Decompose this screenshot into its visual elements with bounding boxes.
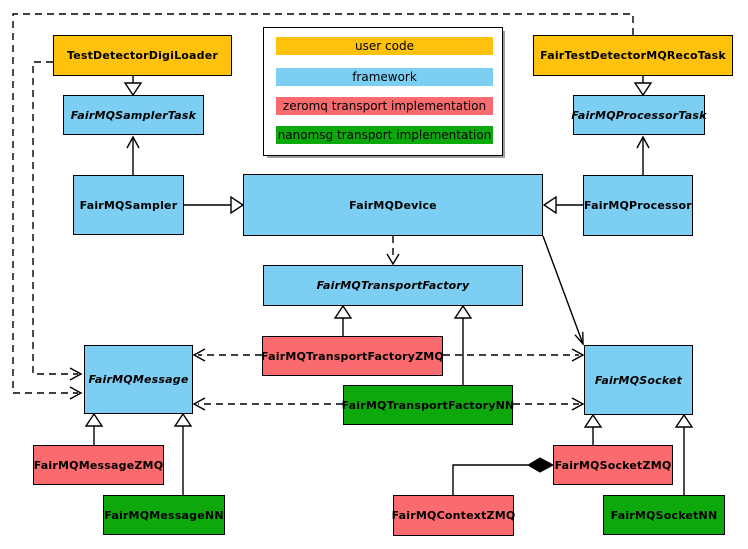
legend-label: framework [352,70,417,84]
node-fairmqprocessortask: FairMQProcessorTask [571,95,707,135]
edge-recotask-message [12,13,634,400]
edge-messagezmq-message [84,412,104,445]
node-label: FairMQSampler [79,198,178,212]
node-label: FairMQTransportFactoryNN [341,398,515,412]
node-label: FairMQSocketNN [610,508,718,522]
edge-processor-device [542,195,583,215]
node-fairmqsampler: FairMQSampler [73,175,184,235]
edge-tfnn-socket [513,397,585,411]
edge-messagenn-message [173,412,193,495]
node-label: FairMQSocketZMQ [554,458,672,472]
node-fairmqsocket: FairMQSocket [584,345,693,415]
node-label: FairMQMessageZMQ [33,458,164,472]
node-label: FairMQTransportFactoryZMQ [261,349,444,363]
edge-digiloader-message [32,61,83,381]
legend-item-zeromq: zeromq transport implementation [276,97,493,115]
edge-socketnn-socket [674,413,694,495]
edge-sampler-samplertask [126,135,140,175]
node-fairmqsocketzmq: FairMQSocketZMQ [553,445,673,485]
node-label: FairTestDetectorMQRecoTask [540,49,726,62]
edge-digiloader-samplertask [123,76,143,97]
edge-socketzmq-socket [583,413,603,445]
node-fairmqdevice: FairMQDevice [243,174,543,236]
node-fairmqtransportfactoryzmq: FairMQTransportFactoryZMQ [261,336,444,376]
edge-sampler-device [184,195,245,215]
node-label: FairMQProcessorTask [571,108,707,122]
edge-tfzmq-socket [443,348,585,362]
legend-label: user code [355,39,414,53]
legend-label: nanomsg transport implementation [277,128,492,142]
node-label: FairMQMessage [88,373,189,386]
edge-tfzmq-message [192,348,262,362]
node-label: FairMQMessageNN [104,508,224,522]
node-label: TestDetectorDigiLoader [66,49,219,62]
node-fairmqtransportfactorynn: FairMQTransportFactoryNN [341,385,515,425]
legend: user code framework zeromq transport imp… [263,27,503,156]
node-label: FairMQDevice [349,198,437,212]
legend-item-nanomsg: nanomsg transport implementation [276,126,493,144]
node-fairmqcontextzmq: FairMQContextZMQ [391,495,516,536]
legend-label: zeromq transport implementation [282,99,487,113]
node-testdetectordigiloader: TestDetectorDigiLoader [53,35,232,76]
edge-device-socket [542,235,584,346]
edge-device-transportfactory [386,236,400,266]
edge-contextzmq-socketzmq [452,457,555,495]
node-fairmqsamplertask: FairMQSamplerTask [63,95,204,135]
node-fairmqsocketnn: FairMQSocketNN [603,495,725,535]
edge-tfnn-transportfactory [453,304,473,385]
legend-item-framework: framework [276,68,493,86]
node-label: FairMQSocket [594,373,683,387]
edge-processor-processortask [636,135,650,175]
node-fairmqmessage: FairMQMessage [84,345,193,414]
node-fairmqtransportfactory: FairMQTransportFactory [263,265,523,306]
node-fairmqmessagenn: FairMQMessageNN [103,495,225,535]
edge-tfzmq-transportfactory [333,304,353,336]
node-fairtestdetectormqrecotask: FairTestDetectorMQRecoTask [533,35,733,76]
node-fairmqprocessor: FairMQProcessor [583,175,693,236]
node-label: FairMQSamplerTask [70,108,197,122]
node-label: FairMQTransportFactory [316,279,470,292]
node-fairmqmessagezmq: FairMQMessageZMQ [33,445,164,485]
edge-recotask-processortask [633,76,653,97]
edge-tfnn-message [192,397,343,411]
legend-item-user-code: user code [276,37,493,55]
node-label: FairMQProcessor [584,199,692,212]
node-label: FairMQContextZMQ [391,509,516,522]
